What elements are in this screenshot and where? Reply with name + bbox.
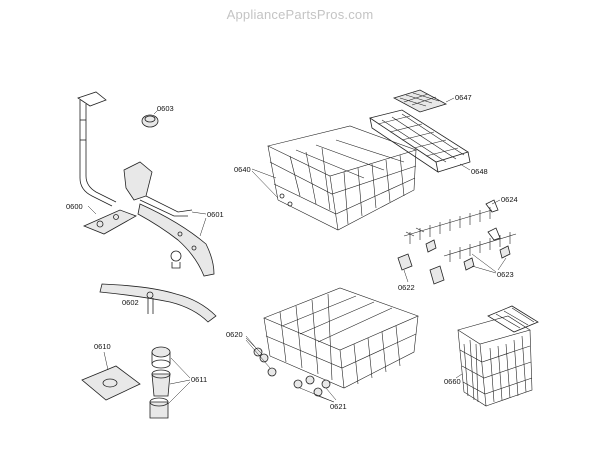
label-0622: 0622 xyxy=(398,269,415,292)
part-number-0624: 0624 xyxy=(501,195,518,204)
lower-rack-basket[interactable] xyxy=(263,287,419,389)
part-0611-filter-assembly[interactable] xyxy=(149,346,171,419)
part-0660-silverware-basket[interactable] xyxy=(457,305,539,407)
label-0647: 0647 xyxy=(445,93,472,103)
label-0601: 0601 xyxy=(191,210,224,237)
part-0603-nut[interactable] xyxy=(141,114,159,128)
part-0624-tine-rows[interactable] xyxy=(403,199,517,262)
part-number-0647: 0647 xyxy=(455,93,472,102)
part-0648-cutlery-tray[interactable] xyxy=(369,109,471,173)
part-0620-rollers[interactable] xyxy=(253,347,277,377)
label-0623: 0623 xyxy=(471,253,514,279)
label-0624: 0624 xyxy=(491,195,518,205)
watermark-text: AppliancePartsPros.com xyxy=(226,7,374,22)
part-number-0611: 0611 xyxy=(191,375,207,384)
part-0640-upper-rack[interactable] xyxy=(267,125,417,231)
part-0622-clip[interactable] xyxy=(397,253,445,285)
label-0603: 0603 xyxy=(153,104,174,115)
part-number-0623: 0623 xyxy=(497,270,514,279)
part-number-0601: 0601 xyxy=(207,210,224,219)
label-0660: 0660 xyxy=(444,373,463,386)
part-number-0622: 0622 xyxy=(398,283,415,292)
label-0640: 0640 xyxy=(234,165,279,199)
part-0623-clips[interactable] xyxy=(425,239,511,271)
part-0610-filter-screen[interactable] xyxy=(81,365,141,401)
part-number-0600: 0600 xyxy=(66,202,83,211)
part-number-0640: 0640 xyxy=(234,165,251,174)
part-number-0603: 0603 xyxy=(157,104,174,113)
part-number-0602: 0602 xyxy=(122,298,139,307)
part-0600-supply-tube[interactable] xyxy=(77,91,137,235)
label-0621: 0621 xyxy=(299,387,347,411)
label-0600: 0600 xyxy=(66,202,97,215)
part-0601-spray-arm[interactable] xyxy=(123,161,215,277)
part-number-0621: 0621 xyxy=(330,402,347,411)
part-number-0620: 0620 xyxy=(226,330,243,339)
part-number-0648: 0648 xyxy=(471,167,488,176)
label-0620: 0620 xyxy=(226,330,271,369)
label-0648: 0648 xyxy=(459,163,488,176)
label-0602: 0602 xyxy=(122,298,139,307)
part-0647-tray-cover[interactable] xyxy=(392,89,448,113)
label-0611: 0611 xyxy=(167,357,207,405)
label-0610: 0610 xyxy=(94,342,111,371)
part-0602-lower-spray-arm[interactable] xyxy=(99,283,217,323)
part-number-0610: 0610 xyxy=(94,342,111,351)
part-number-0660: 0660 xyxy=(444,377,461,386)
